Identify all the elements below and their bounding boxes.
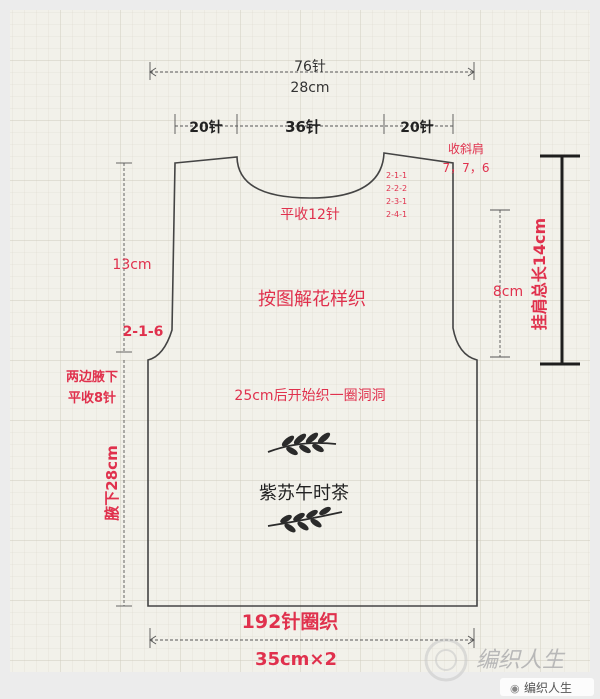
armhole-depth: 8cm (493, 284, 523, 300)
leaf-ornament-bottom (267, 506, 343, 533)
watermark-sub: 编织人生 (524, 680, 572, 695)
vest-outline (147, 152, 478, 607)
eyelet-note: 25cm后开始织一圈洞洞 (234, 388, 385, 404)
watermark (424, 638, 468, 682)
armhole-decrease: 2-1-6 (123, 324, 164, 340)
underarm-note-line2: 平收8针 (68, 390, 116, 406)
upper-height-dimension (116, 162, 132, 353)
shoulder-slope-title: 收斜肩 (448, 141, 484, 156)
neck-width-stitches: 36针 (285, 118, 321, 136)
pattern-note: 按图解花样织 (258, 289, 366, 310)
shoulder-step-4: 2-4-1 (386, 210, 407, 219)
watermark-badge (500, 678, 594, 696)
leaf-ornament-top (267, 432, 337, 456)
bottom-width: 35cm×2 (255, 649, 337, 670)
shoulder-step-1: 2-1-1 (386, 171, 407, 180)
lower-height: 腋下28cm (103, 445, 121, 520)
lower-height-dimension (116, 360, 132, 607)
grid-lines (10, 10, 590, 672)
shoulder-length-bar (540, 154, 580, 366)
neck-bind-off: 平收12针 (280, 207, 340, 223)
top-width-cm: 28cm (290, 80, 329, 96)
watermark-icon: ◉ (510, 682, 520, 695)
shoulder-left-stitches: 20针 (189, 119, 222, 136)
shoulder-step-2: 2-2-2 (386, 184, 407, 193)
underarm-note-line1: 两边腋下 (66, 369, 118, 385)
armhole-depth-dimension (490, 209, 510, 358)
shoulder-slope-counts: 7，7，6 (443, 161, 490, 175)
top-width-stitches: 76针 (294, 59, 326, 75)
shoulder-right-stitches: 20针 (400, 119, 433, 136)
shoulder-length: 挂肩总长14cm (530, 218, 549, 330)
watermark-text: 编织人生 (476, 648, 566, 673)
logo-text: 紫苏午时茶 (259, 483, 349, 504)
shoulder-step-3: 2-3-1 (386, 197, 407, 206)
neck-width-dimension (174, 114, 454, 134)
upper-height: 13cm (112, 257, 151, 273)
top-width-dimension (149, 62, 475, 80)
bottom-width-dimension (149, 628, 475, 648)
bottom-stitches: 192针圈织 (242, 610, 339, 633)
